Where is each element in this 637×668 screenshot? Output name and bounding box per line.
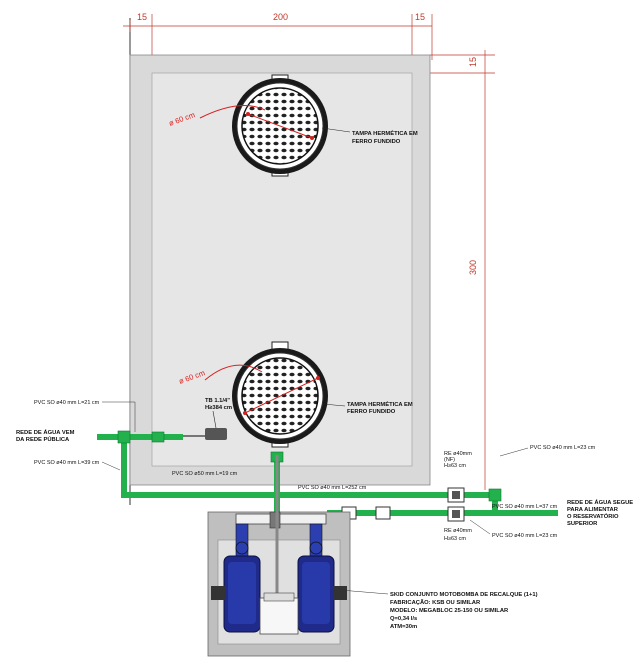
- inlet-label-2: DA REDE PÚBLICA: [16, 436, 70, 443]
- float-valve-label-1: TB 1.1/4": [205, 398, 230, 404]
- diameter-line-top: [247, 113, 313, 139]
- dim-top-right: 15: [415, 12, 425, 22]
- dim-right-top: 15: [468, 57, 478, 67]
- manhole-bottom-label-2: FERRO FUNDIDO: [347, 409, 396, 415]
- re2-label-2: H≥63 cm: [444, 536, 466, 542]
- re-valve-2: [447, 506, 465, 522]
- float-valve-body: [205, 428, 227, 440]
- elbow-right: [488, 488, 502, 502]
- pump-manifold: [235, 513, 327, 525]
- skid-label-5: ATM=30m: [390, 624, 417, 630]
- outlet-label-1: REDE DE ÁGUA SEGUE: [567, 499, 633, 506]
- outlet-label-3: O RESERVATÓRIO: [567, 512, 619, 520]
- pipe-label-main: PVC SO ø40 mm L=252 cm: [298, 485, 367, 491]
- outlet-label-2: PARA ALIMENTAR: [567, 507, 619, 513]
- dim-right-main: 300: [468, 260, 478, 275]
- skid-label-1: SKID CONJUNTO MOTOBOMBA DE RECALQUE (1+1…: [390, 592, 538, 598]
- re-valve-1: [447, 487, 465, 503]
- inlet-label-1: REDE DE ÁGUA VEM: [16, 429, 75, 436]
- manhole-top-label-1: TAMPA HERMÉTICA EM: [352, 129, 418, 137]
- right-dimensions: [430, 50, 495, 490]
- control-panel: [259, 597, 299, 635]
- dim-top-left: 15: [137, 12, 147, 22]
- re1-label-2: (NF): [444, 457, 455, 463]
- pipe-label-inlet-top: PVC SO ø40 mm L=21 cm: [34, 400, 100, 406]
- pipe-label-inlet-bottom: PVC SO ø40 mm L=39 cm: [34, 460, 100, 466]
- skid-label-4: Q=0,34 l/s: [390, 616, 417, 622]
- re1-label-1: RE ø40mm: [444, 451, 472, 457]
- pipe-label-right-mid: PVC SO ø40 mm L=37 cm: [492, 504, 558, 510]
- pipe-label-right-top: PVC SO ø40 mm L=23 cm: [530, 445, 596, 451]
- skid-label-3: MODELO: MEGABLOC 25-150 OU SIMILAR: [390, 608, 509, 614]
- re1-label-3: H≥63 cm: [444, 463, 466, 469]
- manhole-top-label-2: FERRO FUNDIDO: [352, 139, 401, 145]
- re2-label-1: RE ø40mm: [444, 528, 472, 534]
- pump-right: [297, 523, 347, 633]
- inlet-valve: [151, 431, 165, 443]
- pump-left: [211, 523, 261, 633]
- diameter-leader-bottom: [204, 364, 263, 381]
- diameter-leader-top: [199, 105, 266, 119]
- pipe-label-suction: PVC SO ø50 mm L=19 cm: [172, 471, 238, 477]
- dim-top-center: 200: [273, 12, 288, 22]
- manhole-bottom-label-1: TAMPA HERMÉTICA EM: [347, 400, 413, 408]
- float-valve-label-2: H≥384 cm: [205, 405, 232, 411]
- diameter-line-bottom: [244, 377, 319, 414]
- outlet-label-4: SUPERIOR: [567, 521, 598, 527]
- skid-label-2: FABRICAÇÃO: KSB OU SIMILAR: [390, 599, 481, 606]
- tee-fitting-inlet: [117, 430, 131, 444]
- top-dimensions: [123, 14, 433, 60]
- pipe-label-right-bottom: PVC SO ø40 mm L=23 cm: [492, 533, 558, 539]
